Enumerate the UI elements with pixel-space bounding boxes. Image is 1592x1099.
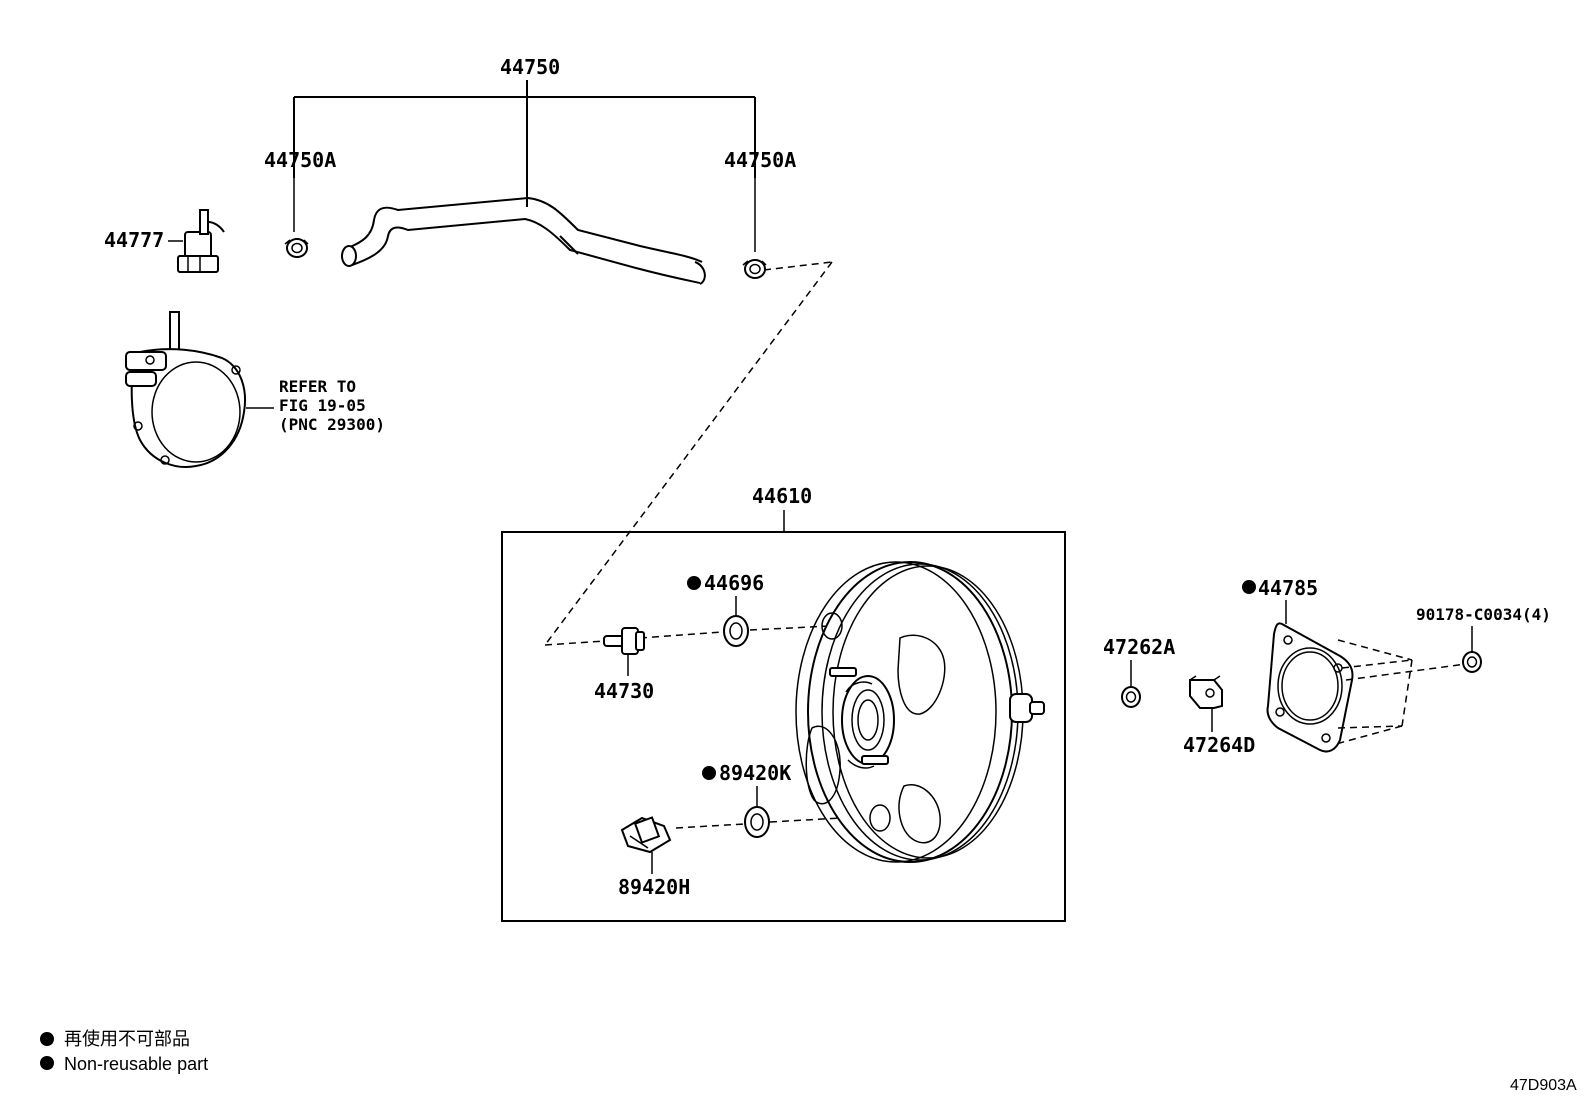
- brake-booster-body: [795, 561, 1045, 863]
- vacuum-pump-reference-drawing: [125, 311, 246, 468]
- check-valve-union-44730: [603, 627, 645, 655]
- check-valve-44777: [177, 209, 225, 273]
- label-44610[interactable]: 44610: [752, 484, 812, 508]
- hose-clamp-right: [742, 259, 767, 279]
- legend-bullet-en: [40, 1056, 54, 1070]
- label-44750a-right[interactable]: 44750A: [724, 148, 796, 172]
- label-47264d[interactable]: 47264D: [1183, 733, 1255, 757]
- grommet-89420k: [744, 806, 770, 838]
- clevis-47264d: [1189, 675, 1223, 709]
- label-90178-c0034[interactable]: 90178-C0034(4): [1416, 605, 1551, 624]
- label-44750[interactable]: 44750: [500, 55, 560, 79]
- gasket-44785: [1266, 622, 1354, 753]
- non-reusable-marker-44785: [1242, 580, 1256, 594]
- label-44785[interactable]: 44785: [1258, 576, 1318, 600]
- vacuum-sensor-89420h: [620, 816, 672, 854]
- vacuum-hose-drawing: [341, 196, 706, 285]
- legend-bullet-jp: [40, 1032, 54, 1046]
- booster-assembly-box: [501, 531, 1066, 922]
- label-44777[interactable]: 44777: [104, 228, 164, 252]
- label-44696[interactable]: 44696: [704, 571, 764, 595]
- label-89420h[interactable]: 89420H: [618, 875, 690, 899]
- label-44750a-left[interactable]: 44750A: [264, 148, 336, 172]
- hose-assembly-bracket: [293, 80, 756, 207]
- label-47262a[interactable]: 47262A: [1103, 635, 1175, 659]
- label-44730[interactable]: 44730: [594, 679, 654, 703]
- hose-clamp-left: [284, 238, 309, 258]
- non-reusable-marker-89420k: [702, 766, 716, 780]
- nut-47262a: [1121, 686, 1141, 708]
- non-reusable-marker-44696: [687, 576, 701, 590]
- nut-90178-c0034: [1462, 651, 1482, 673]
- legend-text-en: Non-reusable part: [64, 1054, 208, 1074]
- grommet-44696: [723, 615, 749, 647]
- label-89420k[interactable]: 89420K: [719, 761, 791, 785]
- refer-line-2: FIG 19-05: [279, 396, 366, 415]
- refer-line-3: (PNC 29300): [279, 415, 385, 434]
- figure-code: 47D903A: [1510, 1077, 1577, 1094]
- refer-line-1: REFER TO: [279, 377, 356, 396]
- legend-text-jp: 再使用不可部品: [64, 1029, 190, 1049]
